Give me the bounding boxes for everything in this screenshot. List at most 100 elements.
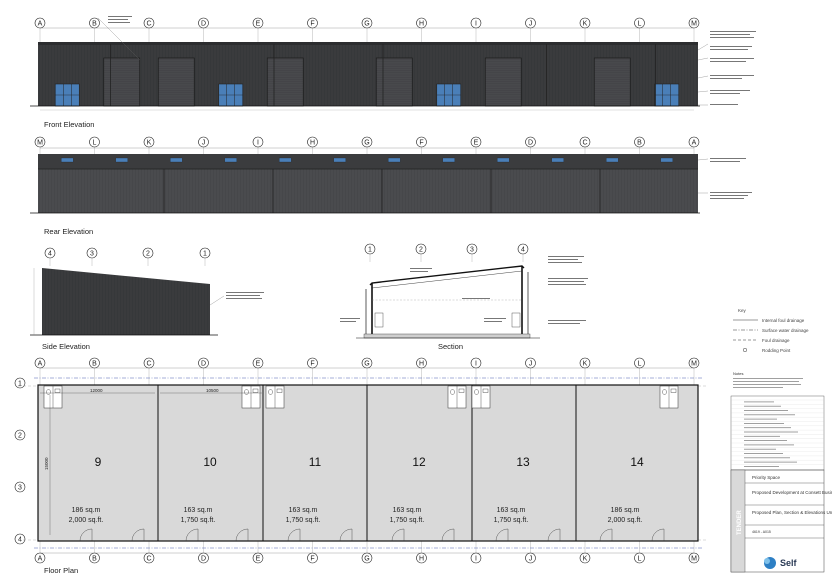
unit-area-sqft: 1,750 sq.ft.	[390, 517, 425, 524]
key-item-surface-water: Surface water drainage	[762, 328, 809, 333]
roller-shutter-door	[103, 57, 141, 107]
unit-area-sqm: 186 sq.m	[72, 507, 101, 514]
door-swing	[441, 528, 455, 542]
rear-elevation-title: Rear Elevation	[44, 227, 93, 236]
floor-grid-top-F-label: F	[310, 360, 314, 367]
company-name: Self	[780, 558, 798, 568]
roller-shutter-door	[484, 57, 522, 107]
company-logo: Self	[764, 557, 798, 569]
wc-block	[471, 385, 491, 409]
rooflight-window	[115, 157, 128, 163]
floor-grid-top-G-label: G	[364, 360, 369, 367]
rear-grid-G-label: G	[364, 139, 369, 146]
key-title: Key	[738, 308, 747, 313]
front-grid-D-label: D	[201, 20, 206, 27]
rear-grid-D-label: D	[528, 139, 533, 146]
floor-grid-bottom-E-label: E	[256, 555, 261, 562]
rear-grid-H-label: H	[310, 139, 315, 146]
door-swing	[131, 528, 145, 542]
front-grid-L-label: L	[638, 20, 642, 27]
rear-grid-K-label: K	[147, 139, 152, 146]
rear-grid-B-label: B	[637, 139, 642, 146]
floor-grid-bottom-I-label: I	[475, 555, 477, 562]
floor-slab	[37, 384, 699, 542]
floor-grid-left-3-label: 3	[18, 484, 22, 491]
floor-grid-bottom-D-label: D	[201, 555, 206, 562]
unit-area-sqm: 163 sq.m	[497, 507, 526, 514]
floor-grid-bottom-K-label: K	[583, 555, 588, 562]
front-grid-E-label: E	[256, 20, 261, 27]
client-name: Priority Space	[752, 475, 781, 480]
side-grid-4-label: 4	[48, 250, 52, 257]
unit-area-sqft: 1,750 sq.ft.	[286, 517, 321, 524]
wc-block	[241, 385, 261, 409]
title-block: Notes TENDER Priority Space Proposed Dev…	[730, 371, 832, 573]
floor-grid-left-1-bubble	[14, 377, 26, 389]
wc-block	[659, 385, 679, 409]
front-grid-G-label: G	[364, 20, 369, 27]
door-swing	[235, 528, 249, 542]
rooflight-window	[606, 157, 619, 163]
front-grid-M-label: M	[691, 20, 697, 27]
unit-number: 11	[309, 455, 322, 469]
floor-grid-bottom-J-label: J	[529, 555, 533, 562]
floor-grid-top-H-label: H	[419, 360, 424, 367]
floor-grid-bottom-M-label: M	[691, 555, 697, 562]
floor-grid-left-1-label: 1	[18, 380, 22, 387]
rear-grid-E-label: E	[474, 139, 479, 146]
floor-grid-left-2-bubble	[14, 429, 26, 441]
wc-block	[265, 385, 285, 409]
floor-plan-title: Floor Plan	[44, 566, 78, 575]
floor-grid-top-M-label: M	[691, 360, 697, 367]
front-grid-B-label: B	[92, 20, 97, 27]
dim-unit-width-b: 10500	[206, 388, 219, 393]
unit-area-sqft: 2,000 sq.ft.	[608, 517, 643, 524]
rooflight-window	[279, 157, 292, 163]
rear-grid-J-label: J	[202, 139, 206, 146]
rooflight-window	[333, 157, 346, 163]
front-grid-F-label: F	[310, 20, 314, 27]
wc-block	[447, 385, 467, 409]
floor-grid-top-I-label: I	[475, 360, 477, 367]
floor-grid-top-E-label: E	[256, 360, 261, 367]
rooflight-window	[61, 157, 74, 163]
floor-grid-left-4-bubble	[14, 533, 26, 545]
roller-shutter-door	[593, 57, 631, 107]
floor-grid-bottom-B-label: B	[92, 555, 97, 562]
wc-block	[43, 385, 63, 409]
door-swing	[651, 528, 665, 542]
unit-area-sqm: 163 sq.m	[289, 507, 318, 514]
door-swing	[599, 528, 613, 542]
rear-upper-band	[38, 154, 698, 169]
rooflight-window	[442, 157, 455, 163]
rear-grid-A-label: A	[692, 139, 697, 146]
tender-stamp: TENDER	[737, 510, 743, 535]
section-grid-4-label: 4	[521, 246, 525, 253]
front-grid-I-label: I	[475, 20, 477, 27]
front-annotations	[97, 16, 756, 106]
floor-grid-top-L-label: L	[638, 360, 642, 367]
floor-grid-top-B-label: B	[92, 360, 97, 367]
dim-depth: 15000	[44, 457, 49, 470]
unit-number: 9	[95, 455, 102, 469]
unit-number: 12	[412, 455, 426, 469]
section-grid-2-label: 2	[419, 246, 423, 253]
rooflight-window	[660, 157, 673, 163]
floor-grid-top-K-label: K	[583, 360, 588, 367]
drawing-number: 4619 - A015	[752, 530, 771, 534]
floor-grid-bottom-F-label: F	[310, 555, 314, 562]
door-swing	[495, 528, 509, 542]
drawing-title: Proposed Plan, Section & Elevations Unit…	[752, 510, 832, 515]
roller-shutter-door	[375, 57, 413, 107]
door-swing	[287, 528, 301, 542]
key-item-foul: Foul drainage	[762, 338, 790, 343]
side-grid-1-label: 1	[203, 250, 207, 257]
key-item-internal-foul: Internal foul drainage	[762, 318, 805, 323]
floor-grid-left-2-label: 2	[18, 432, 22, 439]
roller-shutter-door	[266, 57, 304, 107]
rear-grid-M-label: M	[37, 139, 43, 146]
floor-grid-left-3-bubble	[14, 481, 26, 493]
